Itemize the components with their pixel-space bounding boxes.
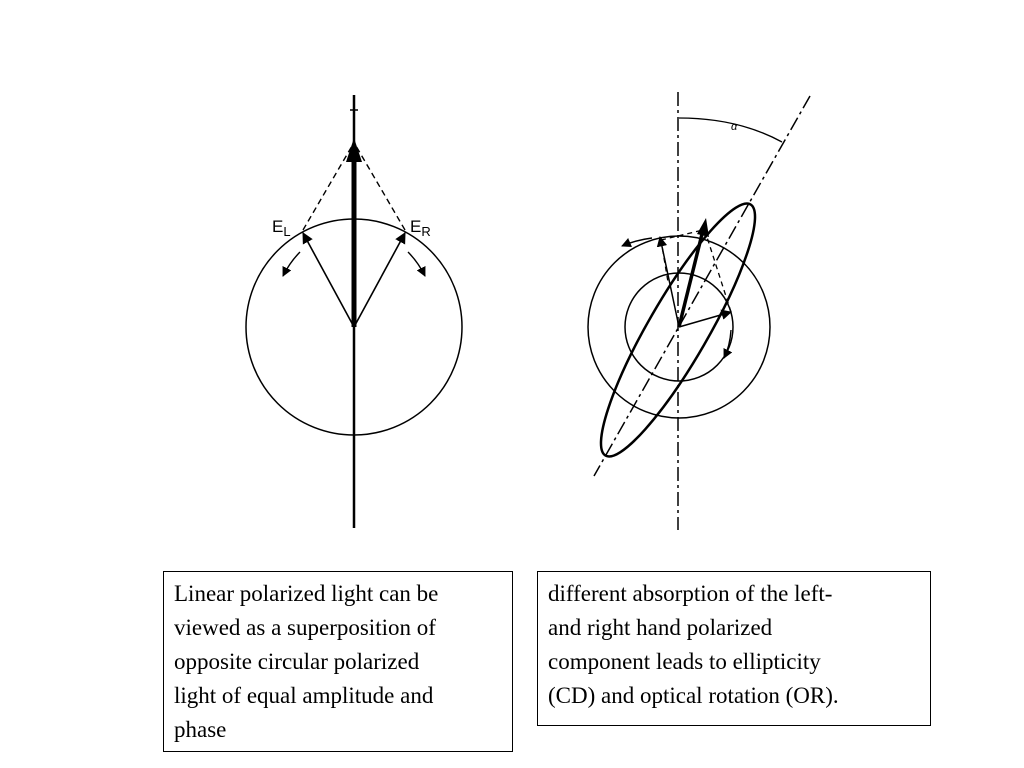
dashed-construction-left xyxy=(302,145,353,231)
caption-line: (CD) and optical rotation (OR). xyxy=(548,683,839,708)
resultant-vector-right xyxy=(677,225,706,328)
caption-line: viewed as a superposition of xyxy=(174,615,436,640)
er-vector xyxy=(353,232,406,328)
resultant-arrowhead xyxy=(346,138,362,162)
caption-cd-or: different absorption of the left- and ri… xyxy=(537,571,931,726)
caption-line: opposite circular polarized xyxy=(174,649,420,674)
resultant-arrowhead-right xyxy=(697,218,709,237)
caption-line: different absorption of the left- xyxy=(548,581,833,606)
outer-rotation-arrow xyxy=(621,237,653,248)
inner-rotation-arrow xyxy=(723,329,733,359)
dashed-construction-right xyxy=(355,145,406,231)
polarization-ellipse xyxy=(599,202,757,458)
dashed-construction-a xyxy=(660,229,704,241)
dashed-construction-b xyxy=(705,233,732,313)
caption-line: phase xyxy=(174,717,227,742)
caption-linear-polarization: Linear polarized light can be viewed as … xyxy=(163,571,513,752)
caption-line: and right hand polarized xyxy=(548,615,773,640)
dashed-construction-c xyxy=(660,239,669,283)
caption-line: component leads to ellipticity xyxy=(548,649,821,674)
linear-polarization-figure: EL ER xyxy=(245,95,463,528)
elliptical-polarization-figure: α xyxy=(587,92,811,530)
caption-line: light of equal amplitude and xyxy=(174,683,434,708)
right-component-vector xyxy=(678,309,733,328)
el-label: EL xyxy=(272,217,291,239)
rotated-axis xyxy=(593,95,811,477)
rotation-angle-arc xyxy=(678,117,783,143)
right-rotation-arrow xyxy=(407,251,426,277)
alpha-label: α xyxy=(731,121,738,133)
caption-line: Linear polarized light can be xyxy=(174,581,439,606)
er-label: ER xyxy=(410,217,431,239)
left-rotation-arrow xyxy=(282,251,301,277)
el-vector xyxy=(302,232,355,328)
polarization-diagram: EL ER α xyxy=(245,92,811,530)
